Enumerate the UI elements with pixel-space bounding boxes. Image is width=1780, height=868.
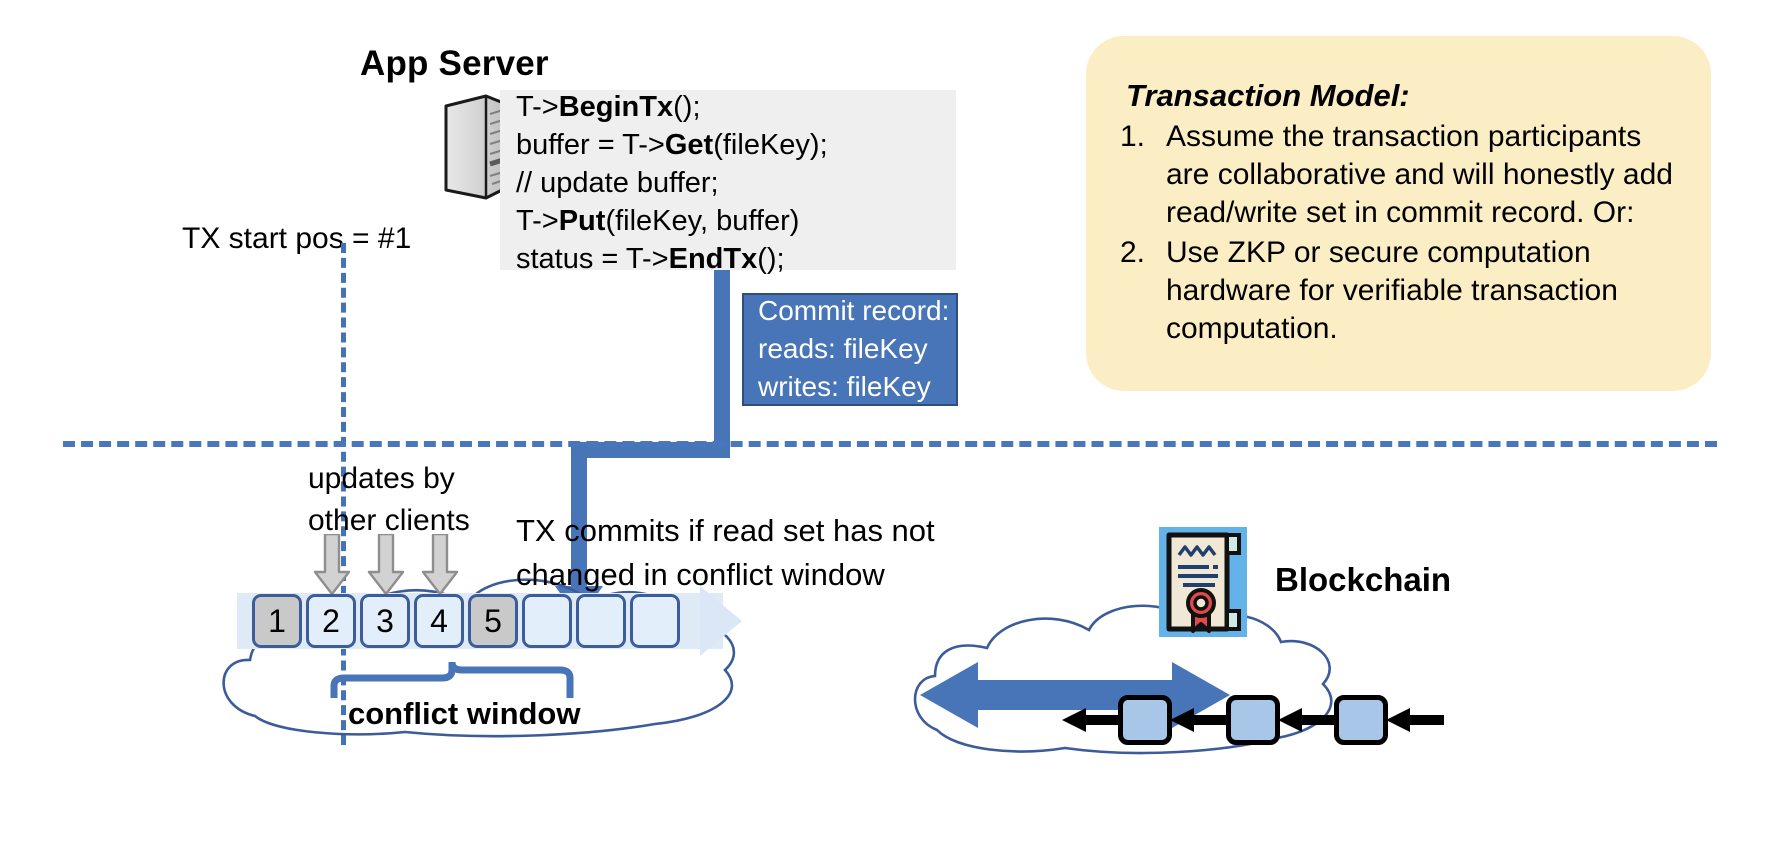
- conflict-window-label: conflict window: [348, 696, 581, 731]
- ledger-entry-7[interactable]: [576, 594, 626, 648]
- certificate-icon: [1159, 527, 1247, 637]
- commit-record-line-3: writes: fileKey: [758, 371, 931, 402]
- ledger-entry-1[interactable]: 1: [252, 594, 302, 648]
- commit-record-line-1: Commit record:: [758, 295, 950, 326]
- ledger-entry-6[interactable]: [522, 594, 572, 648]
- tx-commit-note-line-2: changed in conflict window: [516, 557, 885, 592]
- blockchain-link-arrow-3: [1276, 707, 1336, 733]
- commit-record-text: Commit record: reads: fileKey writes: file…: [758, 292, 949, 406]
- sync-double-arrow: [920, 660, 1230, 730]
- transaction-model-item-2: 2. Use ZKP or secure computation hardware…: [1120, 234, 1680, 348]
- updates-label-line-1: updates by: [308, 462, 455, 495]
- commit-flow-arrow-segment-vertical: [714, 270, 730, 458]
- transaction-model-callout: [1086, 36, 1711, 391]
- blockchain-link-arrow-1: [1060, 707, 1120, 733]
- code-block-background: [500, 90, 956, 270]
- tx-start-pos-label: TX start pos = #1: [182, 222, 412, 255]
- blockchain-link-arrow-2: [1168, 707, 1228, 733]
- commit-record-line-2: reads: fileKey: [758, 333, 928, 364]
- ledger-entry-2[interactable]: 2: [306, 594, 356, 648]
- code-block-text: T->BeginTx(); buffer = T->Get(fileKey); //…: [516, 88, 828, 278]
- tx-start-dashed-line: [341, 243, 346, 745]
- blockchain-block-3[interactable]: [1334, 695, 1388, 745]
- code-line-2: buffer = T->Get(fileKey);: [516, 129, 828, 161]
- commit-record-box: [742, 293, 958, 406]
- ledger-entry-5[interactable]: 5: [468, 594, 518, 648]
- transaction-model-item-text: Assume the transaction participants are …: [1166, 120, 1673, 229]
- transaction-model-item-number: 2.: [1120, 236, 1146, 269]
- ledger-entry-4[interactable]: 4: [414, 594, 464, 648]
- transaction-model-title: Transaction Model:: [1126, 78, 1410, 113]
- blockchain-block-2[interactable]: [1226, 695, 1280, 745]
- code-line-3: // update buffer;: [516, 167, 719, 199]
- code-line-5: status = T->EndTx();: [516, 243, 785, 275]
- transaction-model-list: 1. Assume the transaction participants ar…: [1120, 118, 1680, 350]
- ledger-band-arrow-tail: [700, 586, 742, 656]
- transaction-model-item-number: 1.: [1120, 120, 1146, 153]
- ledger-entry-3[interactable]: 3: [360, 594, 410, 648]
- conflict-window-brace: [330, 660, 580, 702]
- transaction-model-item-1: 1. Assume the transaction participants ar…: [1120, 118, 1680, 232]
- tx-commit-note-line-1: TX commits if read set has not: [516, 513, 935, 548]
- blockchain-cloud-outline: [905, 590, 1345, 760]
- commit-flow-arrow-segment-down: [571, 442, 587, 594]
- code-line-1: T->BeginTx();: [516, 91, 701, 123]
- ledger-entry-8[interactable]: [630, 594, 680, 648]
- tx-commit-condition-note: TX commits if read set has not changed in…: [516, 509, 935, 597]
- layer-separator-dashed-line: [63, 441, 1717, 447]
- blockchain-label: Blockchain: [1275, 561, 1452, 598]
- updates-label-line-2: other clients: [308, 504, 470, 537]
- app-server-title: App Server: [360, 44, 549, 83]
- update-arrow-2: [367, 532, 405, 596]
- transaction-model-item-text: Use ZKP or secure computation hardware f…: [1166, 236, 1618, 345]
- updates-by-other-clients-label: updates by other clients: [308, 458, 470, 542]
- update-arrow-1: [313, 532, 351, 596]
- blockchain-link-arrow-tail: [1384, 707, 1444, 733]
- blockchain-block-1[interactable]: [1118, 695, 1172, 745]
- update-arrow-3: [421, 532, 459, 596]
- code-line-4: T->Put(fileKey, buffer): [516, 205, 800, 237]
